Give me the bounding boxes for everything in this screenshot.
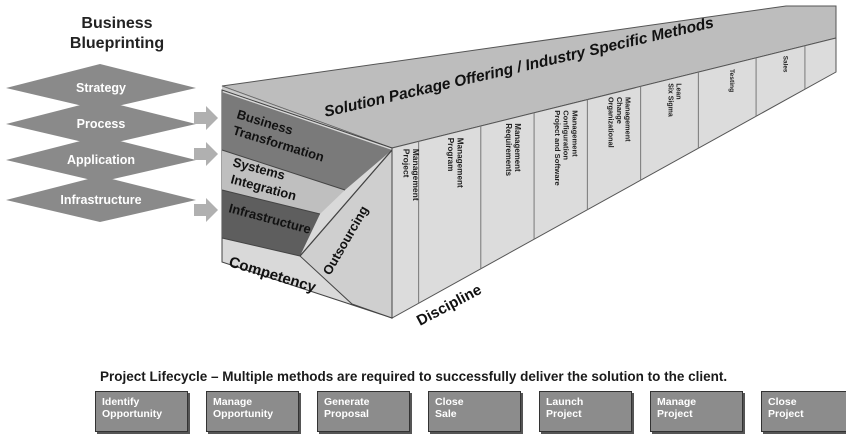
row-systems-integration — [222, 150, 345, 214]
discipline-column-line: Change — [615, 97, 624, 124]
discipline-column-line: Requirements — [504, 123, 513, 176]
discipline-column-line: Program — [446, 138, 455, 172]
discipline-column-line: Testing — [728, 69, 735, 92]
lifecycle-title: Project Lifecycle – Multiple methods are… — [100, 369, 728, 384]
lifecycle-stage-line2: Opportunity — [213, 408, 274, 420]
blueprint-layer-process: Process — [6, 100, 196, 146]
arrow-icon — [194, 198, 218, 222]
lifecycle-stage-line2: Sale — [435, 408, 457, 420]
discipline-column: Testing — [728, 69, 735, 92]
lifecycle-stage-line1: Launch — [546, 396, 584, 408]
lifecycle-stage-line2: Project — [657, 408, 693, 420]
application-diamond — [6, 136, 196, 182]
discipline-column-line: Project and Software — [553, 110, 562, 186]
discipline-column-line: Configuration — [562, 110, 571, 160]
lifecycle-stage-line1: Identify — [102, 396, 140, 408]
blueprint-arrows — [194, 106, 218, 222]
strategy-diamond — [6, 64, 196, 110]
lifecycle-stage-line1: Close — [435, 396, 464, 408]
discipline-column-line: Management — [570, 110, 579, 157]
business-blueprinting-line1: Business — [81, 15, 153, 32]
lifecycle-stage-line1: Close — [768, 396, 797, 408]
discipline-column-line: Organizational — [607, 97, 616, 148]
discipline-column-line: Management — [411, 149, 421, 201]
lifecycle-stage-line2: Project — [546, 408, 582, 420]
process-label: Process — [77, 117, 126, 131]
row-business-transformation — [222, 92, 392, 190]
lifecycle-stage-line1: Generate — [324, 396, 370, 408]
row-infrastructure — [222, 190, 320, 256]
discipline-column-line: Management — [455, 138, 464, 188]
arrow-icon — [194, 142, 218, 166]
discipline-column-line: Sales — [782, 56, 789, 73]
discipline-column-line: Six Sigma — [667, 83, 674, 117]
lifecycle-stage-line2: Project — [768, 408, 804, 420]
blueprint-layer-infrastructure: Infrastructure — [6, 176, 196, 222]
discipline-column-line: Management — [623, 97, 632, 142]
lifecycle-stage-line1: Manage — [657, 396, 697, 408]
discipline-column-line: Management — [513, 123, 522, 172]
lifecycle-stage-line2: Opportunity — [102, 408, 163, 420]
discipline-column-line: Lean — [675, 83, 682, 99]
business-blueprinting-title: Business Blueprinting — [52, 14, 182, 54]
blueprint-layers: Strategy Process Application Infrastruct… — [6, 64, 196, 222]
blueprint-layer-strategy: Strategy — [6, 64, 196, 110]
strategy-label: Strategy — [76, 81, 126, 95]
discipline-column-line: Project — [402, 149, 412, 178]
arrow-icon — [194, 106, 218, 130]
application-label: Application — [67, 153, 135, 167]
lifecycle-stage-line1: Manage — [213, 396, 253, 408]
business-blueprinting-line2: Blueprinting — [69, 35, 165, 52]
process-diamond — [6, 100, 196, 146]
infrastructure-diamond — [6, 176, 196, 222]
infrastructure-label: Infrastructure — [60, 193, 141, 207]
lifecycle-stage-line2: Proposal — [324, 408, 369, 420]
discipline-column: Sales — [782, 56, 789, 73]
blueprint-layer-application: Application — [6, 136, 196, 182]
